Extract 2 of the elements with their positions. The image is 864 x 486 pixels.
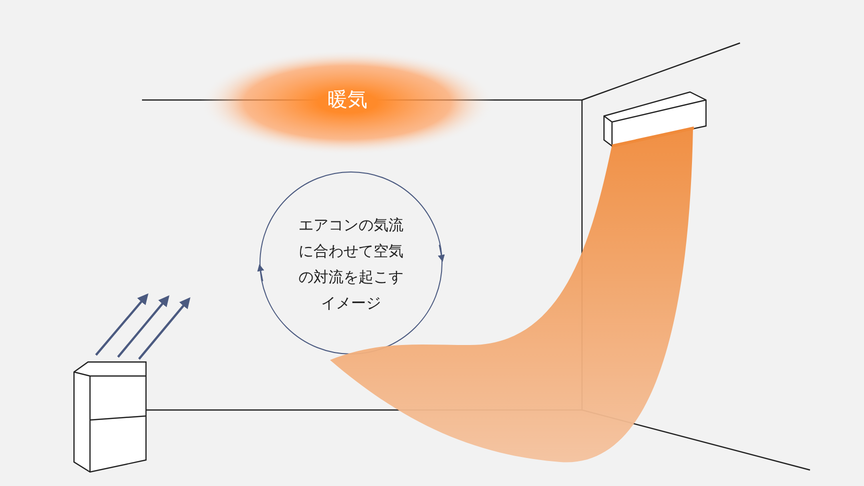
warm-air-label: 暖気 <box>326 86 368 113</box>
description-text: エアコンの気流に合わせて空気の対流を起こすイメージ <box>298 215 404 314</box>
